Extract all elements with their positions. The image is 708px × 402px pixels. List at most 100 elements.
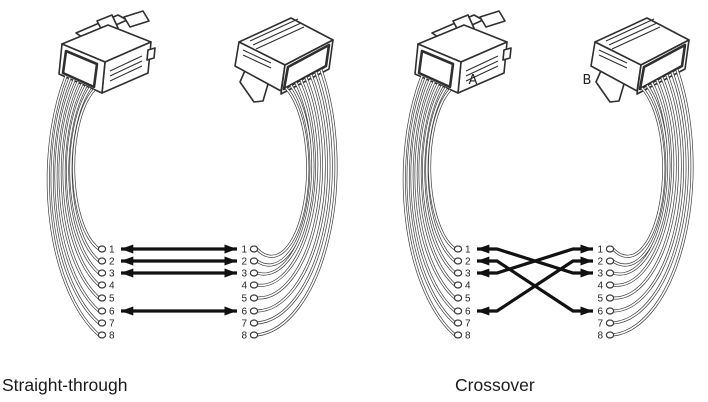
pin-number: 2 [241,257,247,268]
pin-terminal [605,245,615,253]
pin-terminal [605,331,615,339]
wire [256,74,328,312]
pin-number: 1 [109,245,115,256]
pin-terminal [249,245,259,253]
pin-number: 7 [241,319,247,330]
pin-number: 8 [241,331,247,342]
pin-terminal [97,294,107,302]
pin-number: 4 [241,281,247,292]
pin-terminal [453,307,463,315]
pin-terminal [97,331,107,339]
wire [72,89,100,250]
pin-number: 5 [465,294,471,305]
wire-bundles [46,69,338,337]
pin-number: 7 [465,319,471,330]
pin-terminal [97,319,107,327]
wire [47,75,100,336]
pin-number: 5 [109,294,115,305]
pin-number: 1 [465,245,471,256]
wire [612,82,670,275]
pin-number: 3 [465,269,471,280]
wire [59,81,100,299]
pin-terminal [453,281,463,289]
pin-terminal [249,281,259,289]
pin-number: 5 [241,294,247,305]
pin-number: 4 [465,281,471,292]
wire [256,82,314,275]
pin-number: 8 [597,331,603,342]
pin-terminal [605,294,615,302]
wire [612,77,679,299]
wire [403,75,456,336]
pin-terminal [249,269,259,277]
pin-terminal [249,257,259,265]
pin-terminal [605,257,615,265]
pin-number: 5 [597,294,603,305]
wire [256,72,333,324]
wire [612,74,684,312]
connection-arrow [476,256,593,316]
pin-number: 6 [109,307,115,318]
pin-terminal [249,307,259,315]
wire [428,89,456,250]
wire [70,87,100,262]
wire [415,81,456,299]
pin-number: 4 [109,281,115,292]
wire [612,72,689,324]
wire [612,69,693,336]
pin-terminal [453,331,463,339]
pin-terminal [97,245,107,253]
pin-number: 2 [465,257,471,268]
caption-straight-through: Straight-through [2,375,128,395]
wire [426,87,456,262]
pin-terminal [97,307,107,315]
pin-terminal [605,319,615,327]
pin-terminal [453,294,463,302]
pin-number: 1 [597,245,603,256]
wire [51,77,100,324]
wire [256,84,312,266]
wire [55,79,100,312]
wire [66,85,100,274]
connection-arrows [120,244,237,316]
wire-bundles [402,69,694,337]
pin-terminal [249,294,259,302]
wire [256,79,318,287]
pin-number: 6 [597,307,603,318]
pin-terminal [453,319,463,327]
pin-number: 6 [465,307,471,318]
pin-terminal [453,245,463,253]
pin-number: 4 [597,281,603,292]
wire [612,79,674,287]
wire [422,85,456,274]
pin-terminal [97,269,107,277]
pin-terminal [249,319,259,327]
rj45-connector-right [233,16,335,104]
pin-terminal [97,281,107,289]
pin-number: 3 [241,269,247,280]
connector-b-label: B [583,73,592,88]
pin-number: 3 [109,269,115,280]
wire [256,69,337,336]
pin-number: 8 [465,331,471,342]
pin-terminal [605,269,615,277]
wire [612,87,665,258]
wire [419,83,456,286]
pin-number: 7 [597,319,603,330]
wire [256,77,323,299]
wire [407,77,456,324]
pin-number: 2 [109,257,115,268]
pin-number: 6 [241,307,247,318]
rj45-connector-right [589,16,691,104]
pin-terminal [249,331,259,339]
connector-a-label: A [469,73,478,88]
caption-crossover: Crossover [455,375,535,395]
wire [411,79,456,312]
pin-number: 1 [241,245,247,256]
